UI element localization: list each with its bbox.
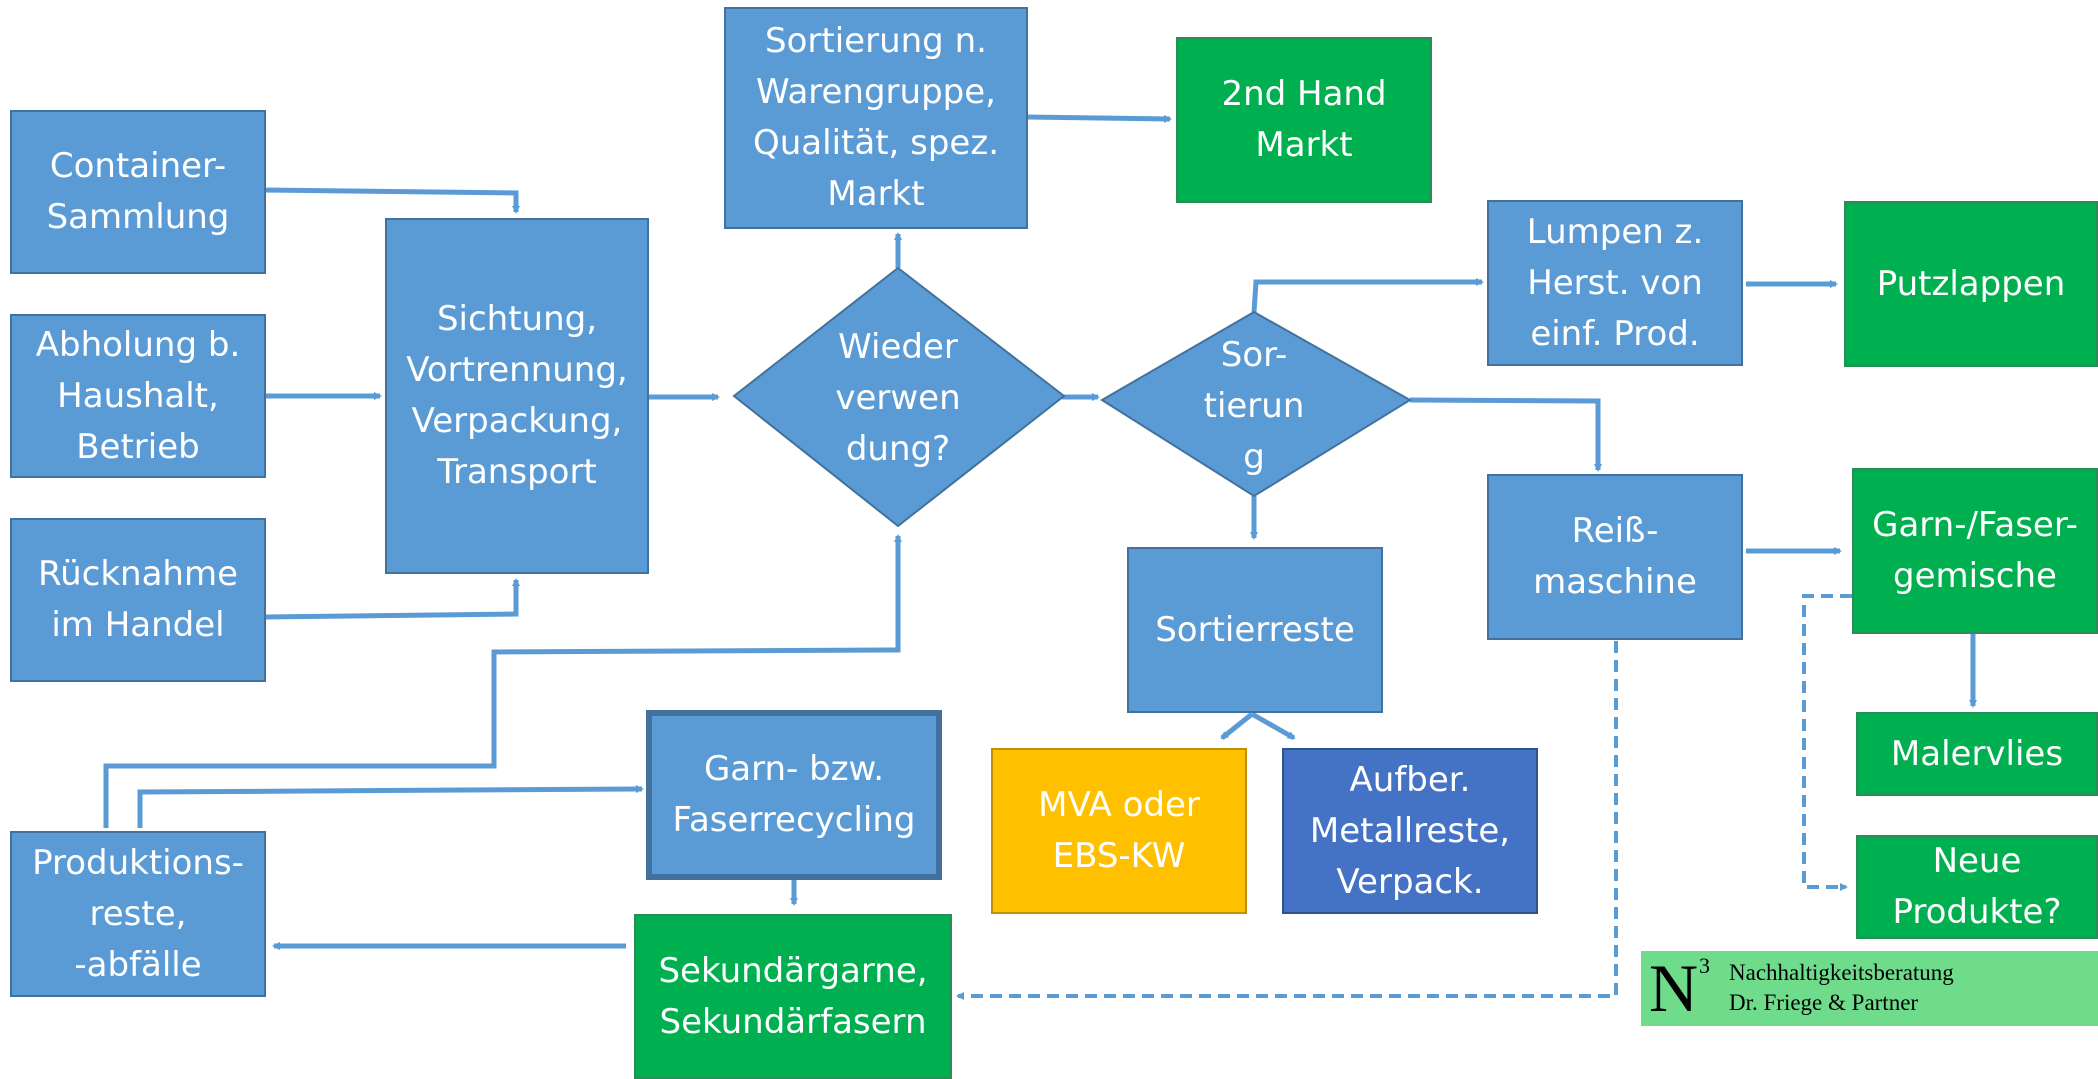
arrow-ruecknahme-sichtung bbox=[263, 578, 520, 620]
arrow-container-sichtung bbox=[263, 187, 520, 214]
node-aufber-metallreste: Aufber. Metallreste, Verpack. bbox=[1282, 748, 1538, 914]
node-neue-produkte: Neue Produkte? bbox=[1856, 835, 2098, 939]
diamond-sortierung bbox=[1100, 310, 1412, 498]
logo-line1: Nachhaltigkeitsberatung bbox=[1729, 960, 1954, 985]
logo-superscript: 3 bbox=[1699, 953, 1710, 978]
arrow-sortierreste-aufber bbox=[1250, 711, 1296, 741]
arrow-sortierung-reiss bbox=[1409, 397, 1602, 472]
arrow-sortierreste-mva bbox=[1220, 712, 1254, 740]
node-produktionsreste: Produktions- reste, -abfälle bbox=[10, 831, 266, 997]
logo-mark: N bbox=[1649, 950, 1699, 1026]
node-reissmaschine: Reiß- maschine bbox=[1487, 474, 1743, 640]
arrow-sortierung-lumpen bbox=[1251, 278, 1484, 313]
dashed-arrow-gemische-neue bbox=[1802, 594, 1852, 891]
node-sichtung: Sichtung, Vortrennung, Verpackung, Trans… bbox=[385, 218, 649, 574]
decision-sortierung-label: Sor- tierun g bbox=[1203, 334, 1305, 477]
logo-line2: Dr. Friege & Partner bbox=[1729, 990, 1919, 1015]
node-mva-ebs: MVA oder EBS-KW bbox=[991, 748, 1247, 914]
dashed-arrow-reiss-sekundaer bbox=[956, 641, 1618, 1000]
diamond-wiederverwendung bbox=[732, 266, 1066, 528]
node-sekundaergarne: Sekundärgarne, Sekundärfasern bbox=[634, 914, 952, 1079]
node-garn-faserrecycling: Garn- bzw. Faserrecycling bbox=[646, 710, 942, 880]
n3-logo: N 3 Nachhaltigkeitsberatung Dr. Friege &… bbox=[1641, 951, 2098, 1026]
node-garn-faser-gemische: Garn-/Faser- gemische bbox=[1852, 468, 2098, 634]
arrow-produktionsreste-wieder bbox=[103, 534, 902, 828]
node-sortierung-markt: Sortierung n. Warengruppe, Qualität, spe… bbox=[724, 7, 1028, 229]
arrow-sortmarkt-2ndhand bbox=[1025, 114, 1172, 123]
arrow-produktionsreste-garnrecycling bbox=[137, 785, 644, 828]
node-malervlies: Malervlies bbox=[1856, 712, 2098, 796]
node-putzlappen: Putzlappen bbox=[1844, 201, 2098, 367]
node-container-sammlung: Container- Sammlung bbox=[10, 110, 266, 274]
node-lumpen: Lumpen z. Herst. von einf. Prod. bbox=[1487, 200, 1743, 366]
node-abholung: Abholung b. Haushalt, Betrieb bbox=[10, 314, 266, 478]
decision-wiederverwendung-label: Wieder verwen dung? bbox=[835, 326, 961, 469]
node-2nd-hand-markt: 2nd Hand Markt bbox=[1176, 37, 1432, 203]
node-ruecknahme: Rücknahme im Handel bbox=[10, 518, 266, 682]
node-sortierreste: Sortierreste bbox=[1127, 547, 1383, 713]
